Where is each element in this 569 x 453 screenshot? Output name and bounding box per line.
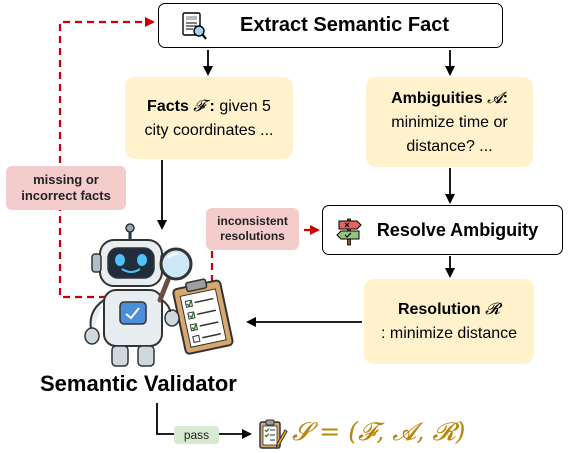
facts-text: given 5 <box>219 97 271 115</box>
resolution-line1: Resolution 𝓡 <box>398 297 500 322</box>
ambiguities-symbol: 𝓐 <box>487 87 503 107</box>
inconsistent-line1: inconsistent <box>217 214 288 228</box>
robot-validator-icon <box>84 223 234 367</box>
facts-title: Facts <box>147 97 189 115</box>
inconsistent-resolutions-label: inconsistent resolutions <box>206 208 299 250</box>
pass-label: pass <box>174 426 219 444</box>
ambiguities-line3: distance? ... <box>406 137 493 155</box>
signpost-icon <box>336 218 362 246</box>
ambiguities-title: Ambiguities <box>391 89 483 107</box>
extract-label: Extract Semantic Fact <box>240 14 449 36</box>
inconsistent-line2: resolutions <box>220 229 285 243</box>
resolve-ambiguity-label: Resolve Ambiguity <box>376 219 539 240</box>
extract-semantic-fact-node: Extract Semantic Fact <box>158 3 503 48</box>
facts-line2: city coordinates ... <box>144 121 274 139</box>
arrow-missing-facts-feedback <box>58 17 155 299</box>
checklist-pencil-icon <box>259 419 288 449</box>
resolution-line2: : minimize distance <box>380 325 518 342</box>
ambiguities-line2: minimize time or <box>391 113 508 131</box>
facts-card: Facts 𝓕 : given 5 city coordinates ... <box>125 77 293 159</box>
newspaper-magnifier-icon <box>182 12 207 40</box>
output-formula: 𝓢 = (𝓕, 𝓐, 𝓡) <box>292 417 466 446</box>
missing-facts-line2: incorrect facts <box>21 188 111 203</box>
missing-facts-line1: missing or <box>33 172 99 187</box>
missing-facts-label: missing or incorrect facts <box>6 166 126 210</box>
ambiguities-separator: : <box>502 89 508 107</box>
facts-symbol: 𝓕 <box>193 95 206 115</box>
facts-line1: Facts 𝓕 : given 5 <box>147 94 271 119</box>
ambiguities-card: Ambiguities 𝓐: minimize time or distance… <box>366 77 533 167</box>
semantic-validator-label: Semantic Validator <box>40 371 237 396</box>
resolve-ambiguity-node: Resolve Ambiguity <box>322 205 563 255</box>
resolution-symbol: 𝓡 <box>485 299 501 318</box>
ambiguities-line1: Ambiguities 𝓐: <box>391 86 508 111</box>
facts-separator: : <box>205 97 215 115</box>
arrow-validator-to-pass <box>156 403 252 439</box>
resolution-card: Resolution 𝓡 : minimize distance <box>364 279 534 364</box>
resolution-title: Resolution <box>397 301 481 318</box>
